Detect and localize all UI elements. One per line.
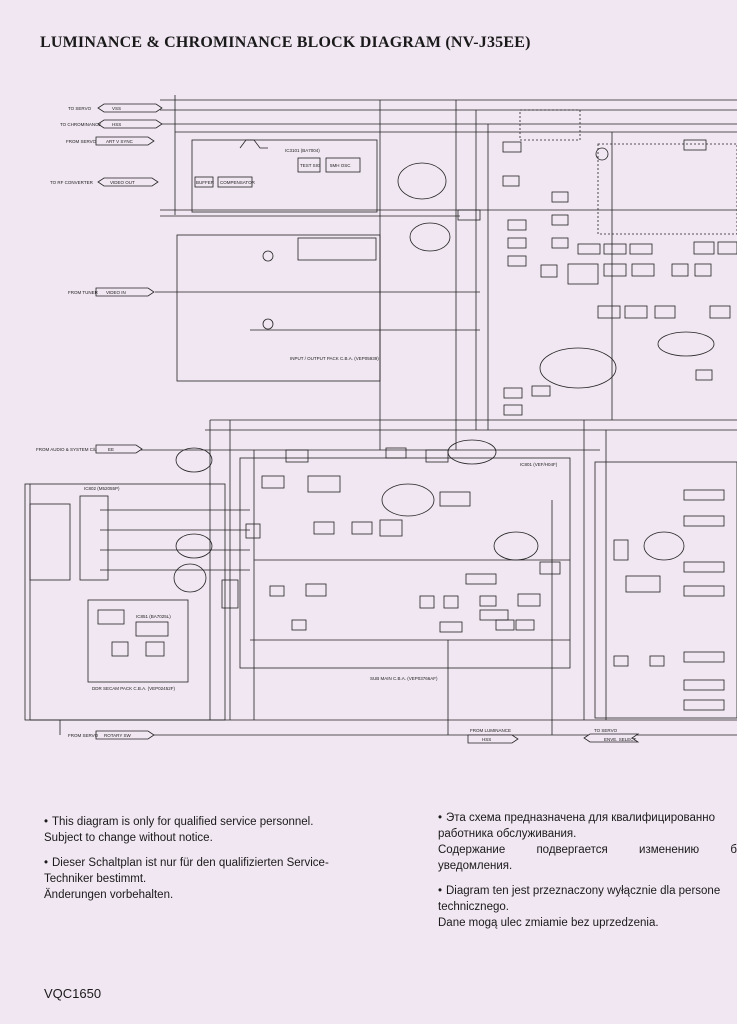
arrow-label: ART V SYNC [106,139,134,144]
ic801-label: IC801 (VEF/H04F) [520,462,558,467]
note-pl-2: technicznego. [438,901,509,913]
left-label: TO RF CONVERTER [50,180,94,185]
note-pl-1: Diagram ten jest przeznaczony wyłącznie … [446,885,721,897]
note-ru-2: работника обслуживания. [438,828,577,840]
note-de-2: Techniker bestimmt. [44,873,147,885]
arrow-label: VSS [112,106,121,111]
block-diagram: TO SERVO VSS TO CHROMINANCE HSS FROM SER… [24,95,737,744]
io-pack-label: INPUT / OUTPUT PACK C.B.A. (VEP05939) [290,356,379,361]
osc-label: 5MH OSC [330,163,351,168]
hss-label: HSS [482,737,491,742]
ic802-label: IC802 (M52055P) [84,486,120,491]
note-ru-5: изменению [639,844,700,856]
test-sig-label: TEST SIG [300,163,321,168]
arrow-label: EE [108,447,114,452]
note-ru-3: Содержание [438,844,506,856]
arrow-label: VIDEO OUT [110,180,135,185]
note-de-1: Dieser Schaltplan ist nur für den qualif… [52,857,329,869]
note-ru-4: подвергается [536,844,608,856]
ic3101-label: IC3101 (BA7004) [285,148,320,153]
document-code: VQC1650 [44,986,102,1001]
note-ru-1: Эта схема предназначена для квалифициров… [446,812,715,824]
notes-left: •This diagram is only for qualified serv… [44,816,329,901]
left-label: FROM TUNER [68,290,99,295]
note-ru-6: б [730,844,737,856]
arrow-label: VIDEO IN [106,290,126,295]
notes-right: •Эта схема предназначена для квалифициро… [438,812,737,929]
arrow-label: HSS [112,122,121,127]
note-en-1: This diagram is only for qualified servi… [52,816,314,828]
sub-main-label: SUB MAIN C.B.A. (VEP03766AF) [370,676,438,681]
compensator-label: COMPENSATOR [220,180,256,185]
buffer-label: BUFFER [196,180,215,185]
left-label: FROM SERVO [66,139,97,144]
note-de-3: Änderungen vorbehalten. [44,889,174,901]
left-label: TO CHROMINANCE [60,122,101,127]
secam-pack-label: DDR SECAM PACK C.B.A. (VEP02452F) [92,686,175,691]
from-luminance-label: FROM LUMINANCE [470,728,511,733]
note-en-2: Subject to change without notice. [44,832,213,844]
left-label: TO SERVO [68,106,92,111]
page-title: LUMINANCE & CHROMINANCE BLOCK DIAGRAM (N… [40,34,531,51]
to-servo-label: TO SERVO [594,728,618,733]
left-label: FROM AUDIO & SYSTEM C/L [36,447,97,452]
note-ru-7: уведомления. [438,860,513,872]
left-label: FROM SERVO [68,733,99,738]
note-pl-3: Dane mogą ulec zmiamie bez uprzedzenia. [438,917,659,929]
ic851-label: IC851 (BA7025L) [136,614,171,619]
envl-select-label: ENVE. SELECT [604,737,637,742]
arrow-label: ROTARY SW [104,733,132,738]
